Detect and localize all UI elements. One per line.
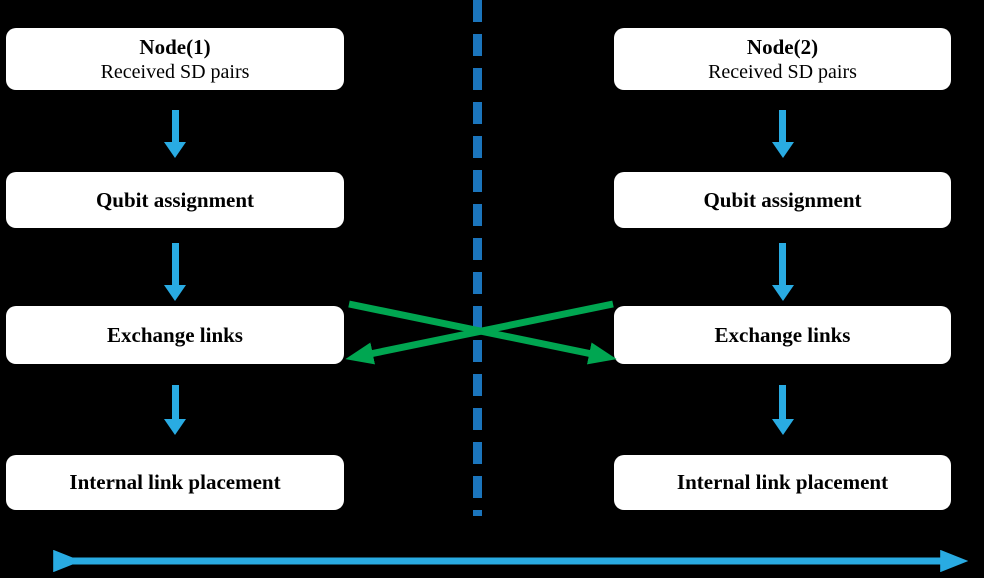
step-label: Qubit assignment [95, 187, 255, 212]
down-arrow-icon [164, 385, 186, 435]
down-arrow-icon [771, 385, 794, 435]
node1-step-internal-link-placement-box: Internal link placement [6, 455, 344, 510]
node1-header-box: Node(1) Received SD pairs [6, 28, 344, 90]
step-label: Internal link placement [676, 470, 889, 494]
exchange-arrow-node1-to-node2 [348, 300, 617, 365]
arrow-head [771, 142, 794, 158]
arrow-head [164, 142, 186, 158]
arrow-head [771, 285, 794, 301]
arrow-head [164, 419, 186, 435]
arrow-head [164, 285, 186, 301]
node2-step-qubit-assignment-box: Qubit assignment [614, 172, 951, 228]
node2-title: Node(2) [746, 35, 819, 59]
node-divider-dashed-line [473, 0, 482, 516]
step-label: Exchange links [107, 322, 243, 347]
node2-header-box: Node(2) Received SD pairs [614, 28, 951, 90]
down-arrow-icon [771, 110, 794, 158]
arrow-shaft [171, 110, 179, 142]
arrow-shaft [779, 110, 786, 142]
step-label: Internal link placement [69, 470, 281, 494]
arrow-shaft [779, 243, 786, 285]
down-arrow-icon [164, 243, 186, 301]
step-label: Qubit assignment [703, 187, 862, 212]
exchange-arrow-node2-to-node1 [345, 300, 614, 365]
node1-title: Node(1) [139, 35, 211, 59]
node2-step-exchange-links-box: Exchange links [614, 306, 951, 364]
arrow-head [771, 419, 794, 435]
arrow-shaft [779, 385, 786, 419]
node1-step-exchange-links-box: Exchange links [6, 306, 344, 364]
down-arrow-icon [771, 243, 794, 301]
node2-step-internal-link-placement-box: Internal link placement [614, 455, 951, 510]
node2-subtitle: Received SD pairs [708, 61, 857, 83]
node1-column: Node(1) Received SD pairs Qubit assignme… [6, 0, 344, 578]
node2-column: Node(2) Received SD pairs Qubit assignme… [614, 0, 951, 578]
arrow-shaft [171, 243, 179, 285]
node1-step-qubit-assignment-box: Qubit assignment [6, 172, 344, 228]
node1-subtitle: Received SD pairs [100, 61, 250, 83]
down-arrow-icon [164, 110, 186, 158]
step-label: Exchange links [714, 322, 851, 347]
arrow-shaft [171, 385, 179, 419]
